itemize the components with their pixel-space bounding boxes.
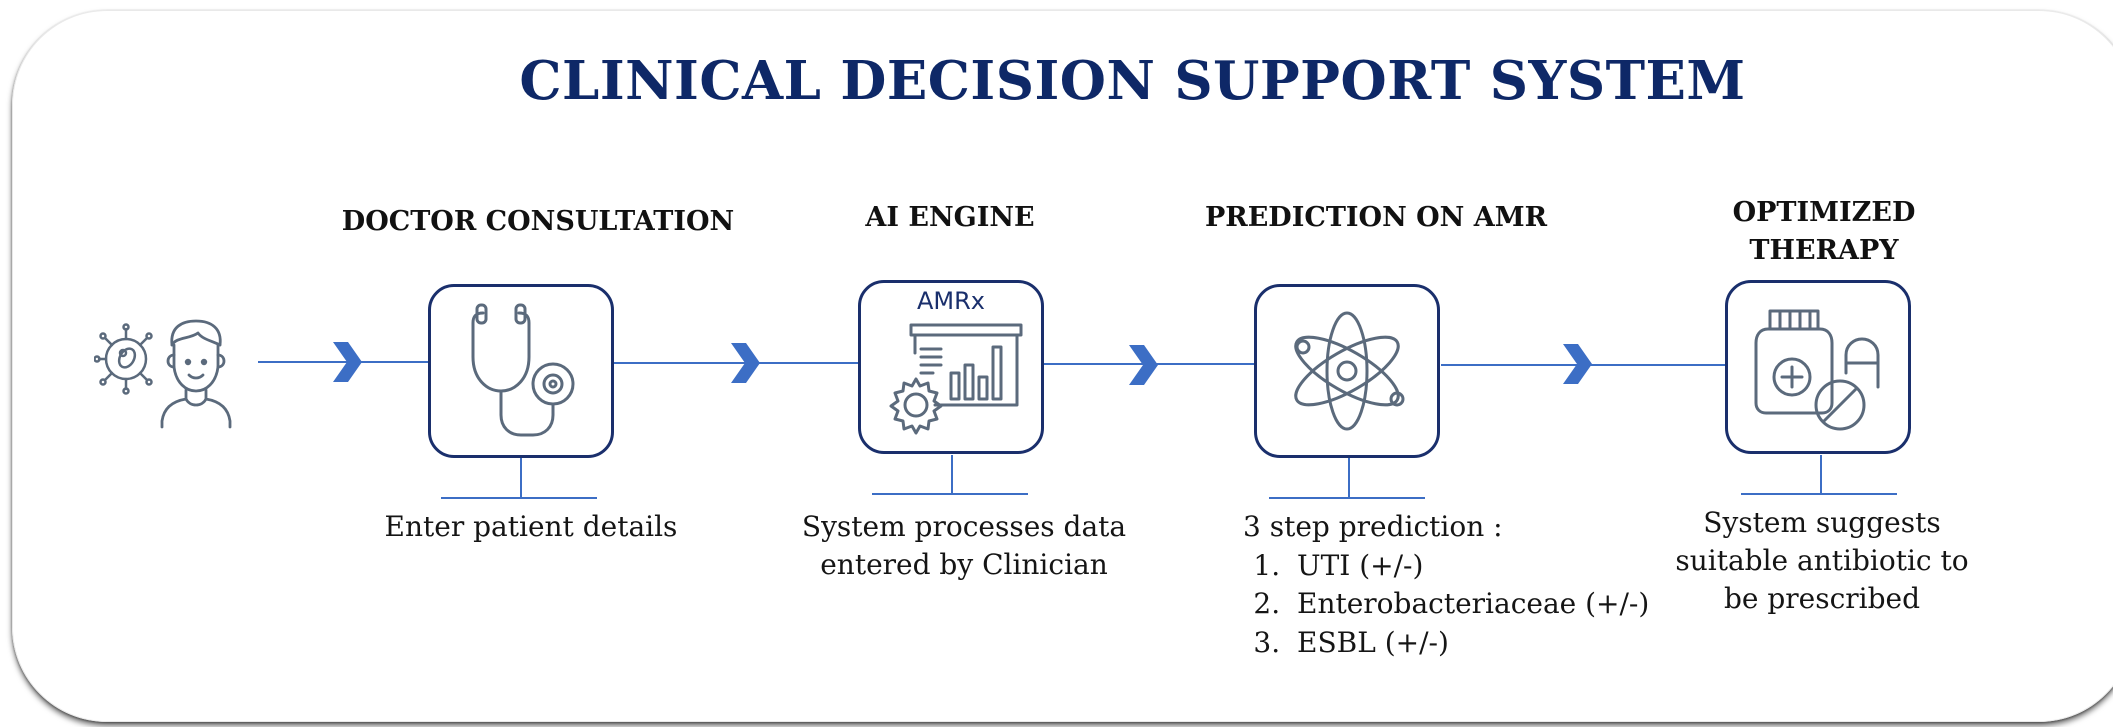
step-box-optimized-therapy — [1725, 280, 1911, 454]
list-item: Enterobacteriaceae (+/-) — [1289, 585, 1649, 624]
medicine-icon — [1754, 309, 1880, 431]
step-caption-ai-engine: System processes data entered by Clinici… — [801, 510, 1127, 581]
patient-illustration — [94, 319, 232, 429]
step-box-prediction-on-amr — [1254, 284, 1440, 458]
optimized-therapy-caption-text: System suggests suitable antibiotic to b… — [1675, 506, 1969, 615]
patient-icon — [160, 319, 232, 429]
prediction-steps: 3 step prediction : UTI (+/-) Enterobact… — [1243, 508, 1649, 662]
bacteria-icon — [94, 323, 153, 395]
prediction-list: UTI (+/-) Enterobacteriaceae (+/-) ESBL … — [1243, 547, 1649, 663]
analytics-board-icon — [889, 323, 1023, 435]
stethoscope-icon — [471, 303, 575, 437]
step-caption-doctor-consultation: Enter patient details — [384, 510, 678, 543]
chevron-arrow-icon — [333, 342, 362, 382]
step-heading-optimized-therapy: OPTIMIZED THERAPY — [1614, 194, 2034, 270]
chevron-arrow-icon — [731, 343, 760, 383]
step-heading-doctor-consultation: DOCTOR CONSULTATION — [341, 206, 735, 237]
step-caption-optimized-therapy: System suggests suitable antibiotic to b… — [1612, 504, 2032, 618]
chevron-arrow-icon — [1563, 344, 1592, 384]
page-title: CLINICAL DECISION SUPPORT SYSTEM — [519, 50, 1746, 112]
step-box-ai-engine: AMRx — [858, 280, 1044, 454]
amrx-label: AMRx — [916, 287, 985, 315]
step-box-doctor-consultation — [428, 284, 614, 458]
optimized-therapy-heading-text: OPTIMIZED THERAPY — [1732, 197, 1916, 266]
list-item: UTI (+/-) — [1289, 547, 1649, 586]
prediction-intro: 3 step prediction : — [1243, 510, 1503, 543]
chevron-arrow-icon — [1129, 345, 1158, 385]
atom-icon — [1294, 311, 1405, 431]
step-heading-ai-engine: AI ENGINE — [865, 202, 1035, 233]
step-heading-prediction-on-amr: PREDICTION ON AMR — [1204, 202, 1548, 233]
list-item: ESBL (+/-) — [1289, 624, 1649, 663]
